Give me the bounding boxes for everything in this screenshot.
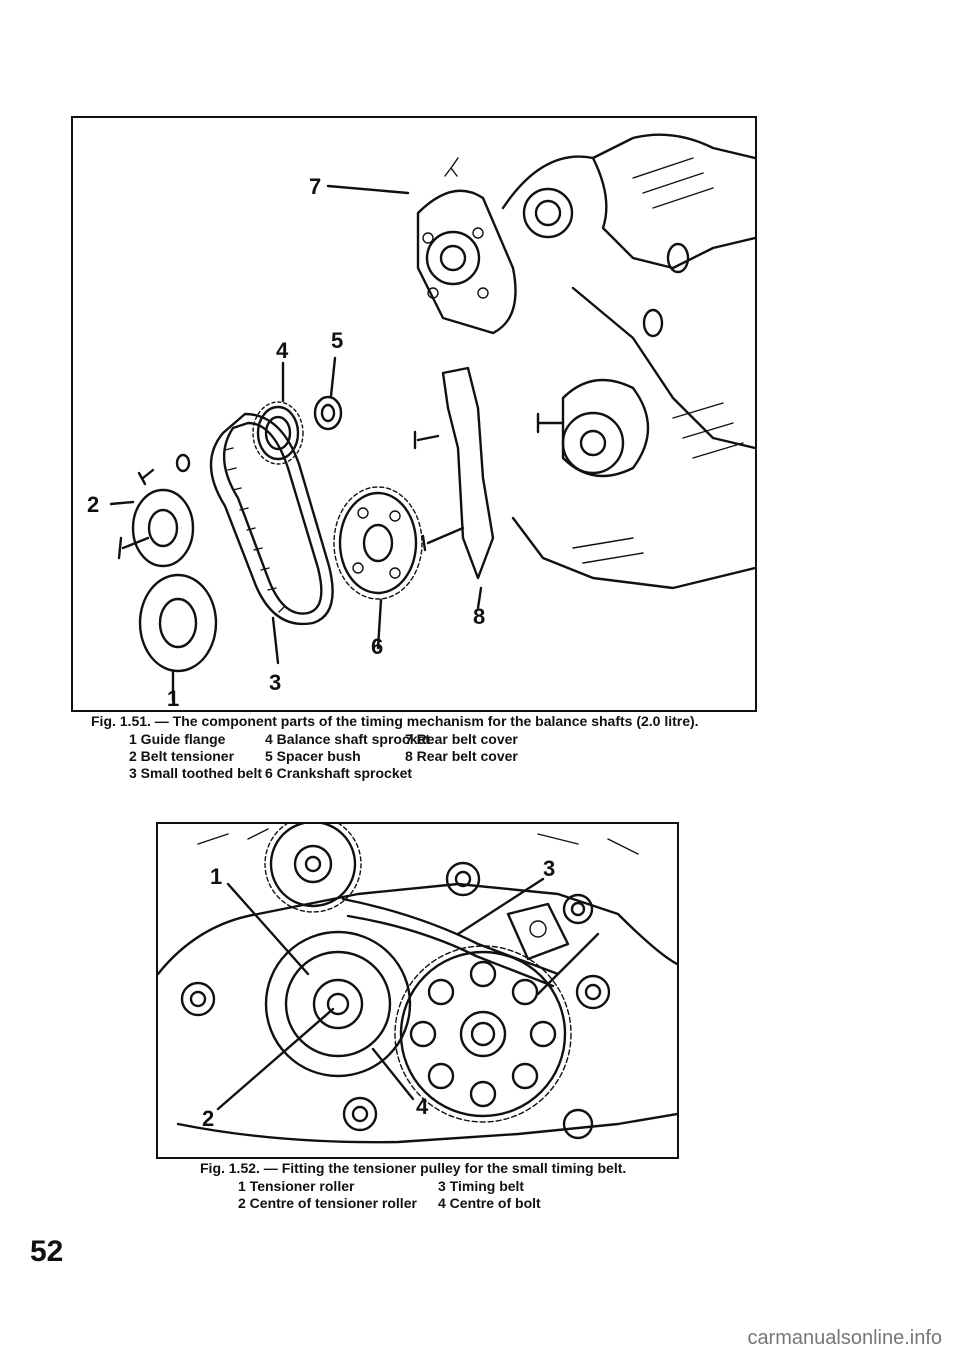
legend-item: 3 Timing belt xyxy=(438,1178,525,1194)
engine-block-illustration xyxy=(501,133,755,590)
legend-item: 8 Rear belt cover xyxy=(405,748,518,764)
rear-belt-cover-8 xyxy=(413,366,495,580)
callout-5: 5 xyxy=(331,328,343,353)
callout-7: 7 xyxy=(309,174,321,199)
leader-line-8 xyxy=(476,586,483,610)
legend-item: 1 Tensioner roller xyxy=(238,1178,355,1194)
callout-2: 2 xyxy=(202,1106,214,1131)
leader-line-3 xyxy=(271,616,280,665)
callout-4: 4 xyxy=(416,1094,429,1119)
figure-1-51: 1 2 3 4 5 6 7 8 xyxy=(71,116,757,712)
callout-6: 6 xyxy=(371,634,383,659)
legend-item: 1 Guide flange xyxy=(129,731,226,747)
spacer-bush-5 xyxy=(313,356,343,431)
legend-item: 7 Rear belt cover xyxy=(405,731,518,747)
figure-1-52: 1 2 3 4 xyxy=(156,822,679,1159)
figure-1-51-caption: Fig. 1.51. — The component parts of the … xyxy=(91,713,771,782)
figure-1-52-drawing: 1 2 3 4 xyxy=(158,824,677,1144)
leader-line-7 xyxy=(326,184,410,195)
figure-1-52-title: Fig. 1.52. — Fitting the tensioner pulle… xyxy=(200,1160,627,1176)
figure-1-51-title: Fig. 1.51. — The component parts of the … xyxy=(91,713,699,729)
callout-3: 3 xyxy=(269,670,281,695)
balance-shaft-sprocket-4 xyxy=(252,361,304,465)
crankshaft-sprocket-6 xyxy=(333,486,423,650)
figure-1-51-drawing: 1 2 3 4 5 6 7 8 xyxy=(87,133,755,710)
legend-item: 2 Belt tensioner xyxy=(129,748,235,764)
figure-1-51-legend: 1 Guide flange 4 Balance shaft sprocket … xyxy=(129,731,771,782)
rear-belt-cover-7 xyxy=(416,157,517,335)
callout-8: 8 xyxy=(473,604,485,629)
legend-item: 6 Crankshaft sprocket xyxy=(265,765,413,781)
legend-item: 5 Spacer bush xyxy=(265,748,361,764)
callout-4: 4 xyxy=(276,338,289,363)
watermark: carmanualsonline.info xyxy=(747,1327,942,1349)
callout-2: 2 xyxy=(87,492,99,517)
figure-1-52-caption: Fig. 1.52. — Fitting the tensioner pulle… xyxy=(200,1160,760,1212)
belt-tensioner-2 xyxy=(109,453,195,568)
callout-1: 1 xyxy=(210,864,222,889)
legend-item: 4 Centre of bolt xyxy=(438,1195,541,1211)
legend-item: 4 Balance shaft sprocket xyxy=(265,731,430,747)
page-number: 52 xyxy=(30,1235,64,1268)
callout-3: 3 xyxy=(543,856,555,881)
figure-1-52-legend: 1 Tensioner roller 3 Timing belt 2 Centr… xyxy=(238,1178,760,1212)
timing-belt-assembly-illustration xyxy=(158,824,677,1144)
legend-item: 2 Centre of tensioner roller xyxy=(238,1195,417,1211)
guide-flange-1 xyxy=(138,573,218,702)
legend-item: 3 Small toothed belt xyxy=(129,765,263,781)
small-toothed-belt-3 xyxy=(209,412,334,626)
callout-1: 1 xyxy=(167,686,179,710)
